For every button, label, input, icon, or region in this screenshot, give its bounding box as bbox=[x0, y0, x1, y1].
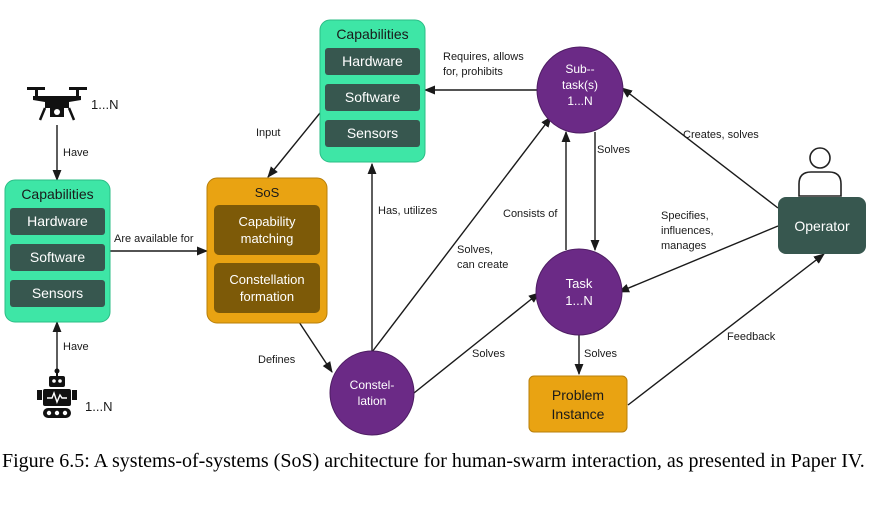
label-task-solves: Solves bbox=[584, 348, 618, 360]
capabilities-top-software: Software bbox=[345, 89, 400, 105]
edges bbox=[52, 85, 825, 406]
svg-text:Constel-lation: Constel-lation bbox=[350, 378, 395, 408]
label-creates-solves: Creates, solves bbox=[683, 129, 759, 141]
subtask-node: Sub--task(s)1...N bbox=[536, 46, 624, 134]
capabilities-left-sensors: Sensors bbox=[32, 285, 83, 301]
label-available-for: Are available for bbox=[114, 233, 194, 245]
edge-specifies bbox=[617, 225, 779, 293]
operator-icon bbox=[798, 147, 842, 197]
robot-count: 1...N bbox=[85, 399, 112, 414]
label-robot-have: Have bbox=[63, 341, 89, 353]
capabilities-left-hardware: Hardware bbox=[27, 213, 88, 229]
label-drone-have: Have bbox=[63, 147, 89, 159]
capabilities-left-title: Capabilities bbox=[21, 186, 93, 202]
label-has-utilizes: Has, utilizes bbox=[378, 205, 438, 217]
edge-constellation-solves bbox=[413, 292, 540, 394]
label-subtask-solves: Solves bbox=[597, 144, 631, 156]
capabilities-top-hardware: Hardware bbox=[342, 53, 403, 69]
svg-text:Sub--task(s)1...N: Sub--task(s)1...N bbox=[562, 62, 598, 108]
label-input: Input bbox=[256, 127, 280, 139]
figure-caption: Figure 6.5: A systems-of-systems (SoS) a… bbox=[2, 450, 865, 472]
edge-creates-solves bbox=[621, 87, 779, 209]
edge-defines bbox=[298, 321, 333, 373]
edge-labels: Have Have Are available for Input Define… bbox=[63, 51, 776, 366]
label-solves-can-create: Solves,can create bbox=[457, 244, 508, 271]
capabilities-top-sensors: Sensors bbox=[347, 125, 398, 141]
sos-title: SoS bbox=[255, 185, 280, 200]
capabilities-left-software: Software bbox=[30, 249, 85, 265]
edge-input bbox=[267, 112, 321, 178]
operator-label: Operator bbox=[794, 218, 850, 234]
architecture-diagram: Have Have Are available for Input Define… bbox=[4, 19, 866, 436]
capabilities-box-top: Capabilities Hardware Software Sensors bbox=[319, 19, 426, 163]
label-consists-of: Consists of bbox=[503, 208, 558, 220]
label-defines: Defines bbox=[258, 354, 296, 366]
edge-feedback bbox=[627, 253, 825, 406]
label-feedback: Feedback bbox=[727, 331, 776, 343]
robot-icon bbox=[37, 368, 77, 418]
constellation-node: Constel-lation bbox=[329, 350, 415, 436]
label-specifies: Specifies,influences,manages bbox=[661, 210, 714, 252]
drone-icon bbox=[27, 87, 87, 121]
edge-solves-can-create bbox=[371, 116, 552, 353]
capabilities-box-left: Capabilities Hardware Software Sensors bbox=[4, 179, 111, 323]
capabilities-top-title: Capabilities bbox=[336, 26, 408, 42]
drone-count: 1...N bbox=[91, 97, 118, 112]
operator-box: Operator bbox=[778, 197, 866, 254]
label-constellation-solves: Solves bbox=[472, 348, 506, 360]
